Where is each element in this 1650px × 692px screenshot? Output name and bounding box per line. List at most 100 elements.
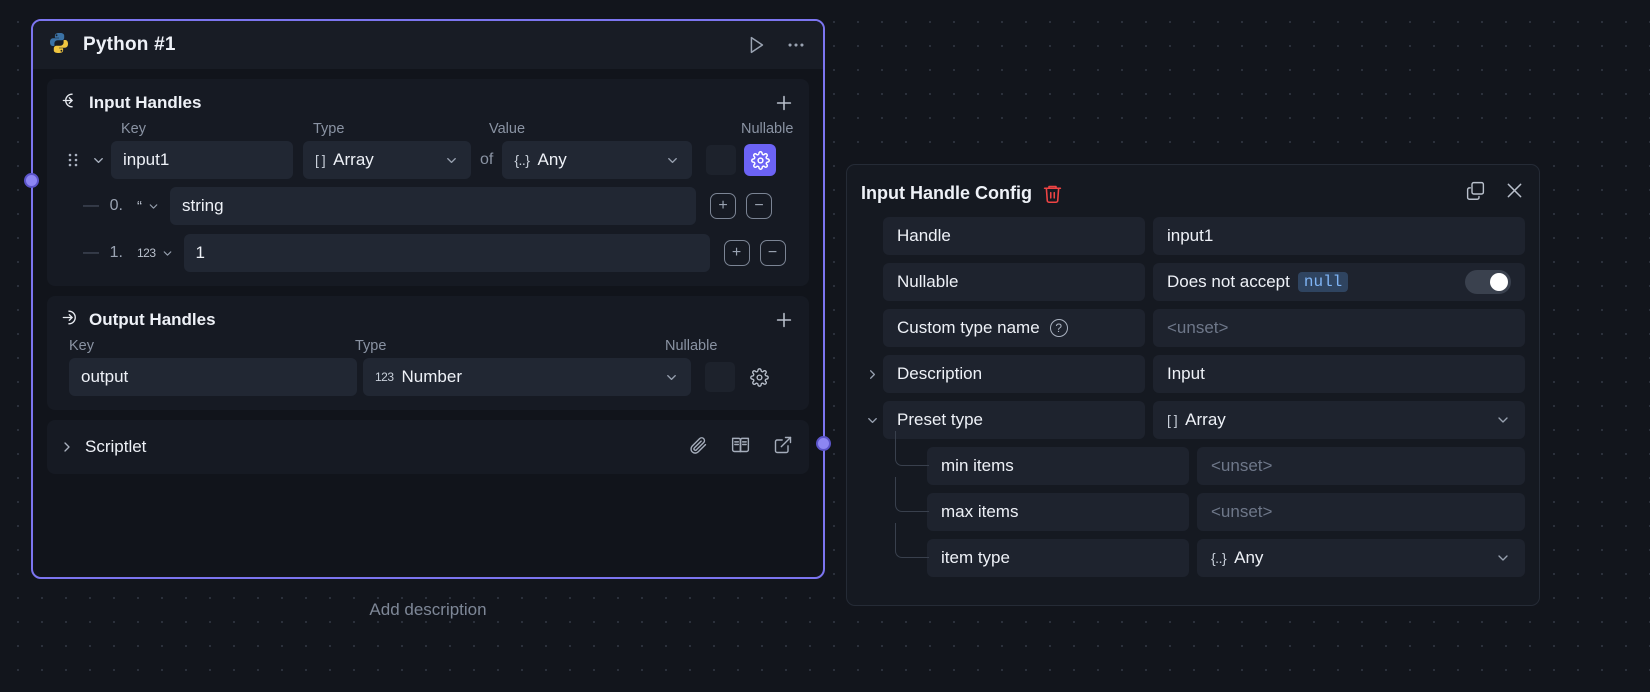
chevron-down-icon <box>161 247 174 260</box>
config-value-preset-type[interactable]: [ ] Array <box>1153 401 1525 439</box>
add-input-handle-button[interactable] <box>773 92 795 114</box>
custom-type-name-text: Custom type name <box>897 318 1040 337</box>
any-type-icon: {..} <box>1211 550 1227 566</box>
input-nullable-checkbox[interactable] <box>706 145 737 175</box>
config-value-min-items[interactable]: <unset> <box>1197 447 1525 485</box>
python-node[interactable]: Python #1 Input Hand <box>31 19 825 579</box>
book-icon[interactable] <box>730 434 751 460</box>
paperclip-icon[interactable] <box>688 435 708 460</box>
nullable-description: Does not accept <box>1167 272 1290 291</box>
external-link-icon[interactable] <box>773 435 793 460</box>
remove-array-item-button[interactable]: − <box>759 240 786 266</box>
help-circle-icon[interactable]: ? <box>1049 319 1068 337</box>
close-icon[interactable] <box>1504 180 1525 206</box>
of-label: of <box>480 151 494 168</box>
custom-type-name-placeholder: <unset> <box>1167 318 1229 337</box>
col-key: Key <box>69 338 94 354</box>
col-type: Type <box>355 338 387 354</box>
config-label-nullable: Nullable <box>883 263 1145 301</box>
col-nullable: Nullable <box>665 338 718 354</box>
input-column-headers: Key Type Value Nullable <box>61 121 795 137</box>
quote-icon: “ <box>137 197 142 215</box>
config-row-description: Description Input <box>861 355 1525 393</box>
config-row-min-items: min items <unset> <box>861 431 1525 485</box>
trash-icon[interactable] <box>1042 183 1063 204</box>
output-handles-section: Output Handles Key Type Nullable output <box>47 296 809 410</box>
array-item-index: 1. <box>109 244 123 261</box>
config-value-nullable[interactable]: Does not accept null <box>1153 263 1525 301</box>
config-label-max-items: max items <box>927 493 1189 531</box>
array-item-type-select[interactable]: “ <box>137 198 160 215</box>
config-value-custom-type-name[interactable]: <unset> <box>1153 309 1525 347</box>
panel-title: Input Handle Config <box>861 182 1032 203</box>
config-row-item-type: item type {..} Any <box>861 523 1525 577</box>
expand-description-chevron-icon[interactable] <box>861 367 883 382</box>
preset-type-value: Array <box>1185 410 1226 429</box>
input-handle-config-panel: Input Handle Config Handle input1 Nullab… <box>846 164 1540 606</box>
input-handles-title: Input Handles <box>89 93 202 112</box>
drag-handle-icon[interactable] <box>61 151 85 169</box>
add-output-handle-button[interactable] <box>773 309 795 331</box>
array-item-value-field[interactable]: 1 <box>183 234 710 272</box>
max-items-placeholder: <unset> <box>1211 502 1273 521</box>
output-handle-row: output 123 Number <box>61 358 795 396</box>
tree-connector <box>895 523 929 558</box>
output-port[interactable] <box>816 436 831 451</box>
number-type-icon: 123 <box>137 246 156 260</box>
array-item-row: — 0. “ string + − <box>61 187 795 225</box>
output-handle-config-gear-icon[interactable] <box>743 361 775 393</box>
array-type-icon: [ ] <box>315 152 326 168</box>
tree-connector <box>895 477 929 512</box>
input-handle-type-select[interactable]: [ ] Array <box>303 141 471 179</box>
node-title: Python #1 <box>83 34 176 55</box>
config-row-max-items: max items <unset> <box>861 477 1525 531</box>
config-value-item-type[interactable]: {..} Any <box>1197 539 1525 577</box>
scriptlet-title: Scriptlet <box>85 437 147 456</box>
chevron-down-icon <box>665 153 680 168</box>
input-port[interactable] <box>24 173 39 188</box>
expand-scriptlet-chevron-icon[interactable] <box>59 439 75 455</box>
play-icon[interactable] <box>745 34 767 56</box>
collapse-handle-chevron-icon[interactable] <box>85 153 111 168</box>
config-row-custom-type-name: Custom type name ? <unset> <box>861 309 1525 347</box>
node-header: Python #1 <box>33 21 823 69</box>
config-value-description[interactable]: Input <box>1153 355 1525 393</box>
output-handles-title: Output Handles <box>89 310 216 329</box>
chevron-down-icon <box>147 200 160 213</box>
add-description-button[interactable]: Add description <box>369 600 487 619</box>
input-handle-item-type-select[interactable]: {..} Any <box>502 141 693 179</box>
add-array-item-button[interactable]: + <box>710 193 736 219</box>
array-item-row: — 1. 123 1 + − <box>61 234 795 272</box>
input-handle-config-gear-icon[interactable] <box>744 144 777 176</box>
config-row-nullable: Nullable Does not accept null <box>861 263 1525 301</box>
item-type-value: Any <box>1234 548 1264 567</box>
chevron-down-icon <box>664 370 679 385</box>
remove-array-item-button[interactable]: − <box>746 193 772 219</box>
array-type-icon: [ ] <box>1167 412 1178 428</box>
scriptlet-section[interactable]: Scriptlet <box>47 420 809 474</box>
arrow-into-circle-icon <box>61 91 80 115</box>
config-value-handle[interactable]: input1 <box>1153 217 1525 255</box>
output-nullable-checkbox[interactable] <box>705 362 735 392</box>
config-value-max-items[interactable]: <unset> <box>1197 493 1525 531</box>
output-handle-key-field[interactable]: output <box>69 358 357 396</box>
nullable-toggle[interactable] <box>1465 270 1511 294</box>
ellipsis-icon[interactable] <box>785 34 807 56</box>
chevron-down-icon <box>444 153 459 168</box>
col-nullable: Nullable <box>741 121 794 137</box>
add-array-item-button[interactable]: + <box>723 240 750 266</box>
chevron-down-icon <box>1495 550 1511 566</box>
config-row-preset-type: Preset type [ ] Array <box>861 401 1525 439</box>
toggle-knob <box>1490 273 1508 291</box>
copy-window-icon[interactable] <box>1465 180 1486 206</box>
input-handles-section: Input Handles Key Type Value Nullable <box>47 79 809 286</box>
input-handle-key-field[interactable]: input1 <box>111 141 293 179</box>
output-handle-type-select[interactable]: 123 Number <box>363 358 691 396</box>
any-type-icon: {..} <box>514 152 530 168</box>
array-item-type-select[interactable]: 123 <box>137 246 174 260</box>
output-handle-type-value: Number <box>401 367 462 386</box>
collapse-preset-type-chevron-icon[interactable] <box>861 413 883 428</box>
array-item-value-field[interactable]: string <box>170 187 696 225</box>
input-handle-item-type-value: Any <box>537 150 567 169</box>
